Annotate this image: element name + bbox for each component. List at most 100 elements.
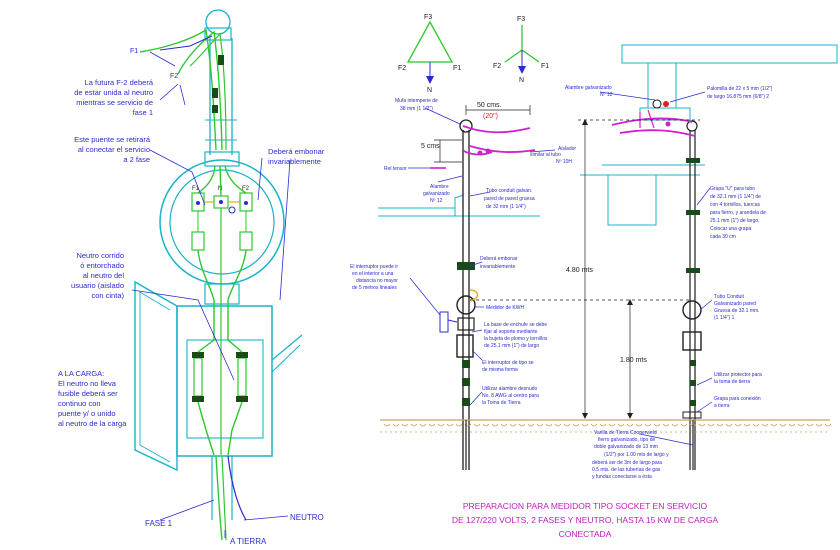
note-carga-6: al neutro de la carga [58,419,127,428]
ground-hatch-mark [545,423,553,427]
note-utilizar-1: Utilizar alambre desnudo [482,386,538,392]
note-interruptor-3: distancia no mayor [356,278,398,284]
note-tubo2-2: Galvanizado pared [714,301,756,307]
ground-hatch-mark [473,423,481,427]
slab-left [378,194,464,209]
note-neutro-4: usuario (aislado [71,281,124,290]
ground-hatch-mark [824,423,832,427]
sym-b-f3: F3 [517,16,525,23]
note-tubo2-1: Tubo Conduit [714,294,744,300]
ground-hatch-mark [752,423,760,427]
sym-a-f1: F1 [453,65,461,72]
disconnect-door [134,280,178,472]
weatherhead-cap [205,9,231,35]
ground-hatch-mark [563,423,571,427]
note-medidor: Medidor de KWH [486,305,524,311]
ground-line [380,419,830,433]
note-carga-2: El neutro no lleva [58,379,117,388]
ground-hatch-mark [383,423,391,427]
dim-50: 50 cms. [477,102,502,109]
note-embonar-2: invariablemente [268,157,321,166]
note-varilla-4: (1/2") por 1.00 mts de largo y [604,452,669,458]
note-interruptor-1: El interruptor puede ir [350,264,398,270]
note-no12: Nº 12 [600,92,613,98]
kwh-meter-front [682,300,702,320]
ground-hatch-mark [788,423,796,427]
ground-hatch [383,423,832,427]
ground-hatch-mark [779,423,787,427]
ground-hatch-mark [734,423,742,427]
phase-triangle-symbol [406,20,454,63]
note-debera-1: Deberá embonar [480,256,518,262]
ground-hatch-mark [518,423,526,427]
note-reel: Rel tensor [384,166,407,172]
note-base-4: de 25.1 mm (1") de largo [484,343,539,349]
ground-hatch-mark [581,423,589,427]
note-carga-3: fusible deberá ser [58,389,118,398]
note-alambre2-3: Nº 12 [430,198,443,204]
dim-180: 1.80 mts [620,357,647,364]
ground-hatch-mark [608,423,616,427]
ground-hatch-mark [482,423,490,427]
ground-hatch-mark [716,423,724,427]
service-conductor-3 [189,32,227,151]
note-futura-2: de estar unida al neutro [74,88,153,97]
note-grapa-6: Colocar una grapa [710,226,751,232]
ground-hatch-mark [419,423,427,427]
note-tubo2-3: Gruesa de 32.1 mm. [714,308,760,314]
dim-20: (20") [483,113,498,120]
left-meter-detail: F1 N F2 [58,9,325,546]
note-puente-1: Este puente se retirará [74,135,151,144]
ground-hatch-mark [806,423,814,427]
ground-hatch-mark [635,423,643,427]
ground-hatch-mark [410,423,418,427]
ground-hatch-mark [617,423,625,427]
disconnect-switch-side [456,334,474,358]
phase-star-symbol [504,25,540,74]
note-tubo2-4: (1 1/4") 1 [714,315,735,321]
ground-hatch-mark [797,423,805,427]
fuse-1 [193,357,203,397]
note-aislador-1: Aislador [558,146,576,152]
label-tierra: A TIERRA [230,537,267,546]
ground-hatch-mark [590,423,598,427]
ground-hatch-mark [698,423,706,427]
service-conductor-2 [177,30,223,151]
note-alambre2-1: Alambre [430,184,449,190]
service-drop-left [462,125,536,153]
beam-top [621,44,838,64]
ground-hatch-mark [662,423,670,427]
note-embonar-1: Deberá embonar [268,147,325,156]
ground-hatch-mark [761,423,769,427]
note-futura-4: fase 1 [133,108,153,117]
note-neutro-2: ó entorchado [80,261,124,270]
ground-hatch-mark [743,423,751,427]
ground-hatch-mark [428,423,436,427]
note-grapa-5: 25.1 mm (1") de largo. [710,218,760,224]
note-grapa-4: para fierro, y arandela de [710,210,766,216]
sym-b-f2: F2 [493,63,501,70]
note-util2-1: Utilizar protector para [714,372,762,378]
note-mufa-2: 38 mm (1 1/2") [400,106,433,112]
ground-hatch-mark [392,423,400,427]
ground-hatch-mark [500,423,508,427]
ground-hatch-mark [653,423,661,427]
note-grapa-7: cada 30 cm [710,234,736,240]
note-neutro-1: Neutro corrido [76,251,124,260]
note-futura-3: mientras se servicio de [76,98,153,107]
ground-hatch-mark [644,423,652,427]
ground-hatch-mark [680,423,688,427]
ground-hatch-mark [626,423,634,427]
note-util2-2: la toma de tierra [714,379,750,385]
ground-hatch-mark [455,423,463,427]
ground-hatch-mark [599,423,607,427]
ground-hatch-mark [491,423,499,427]
dimension-lines [434,105,700,418]
disconnect-box [176,305,273,457]
right-installation-elevation: F3 F2 F1 N F3 F2 F1 N [350,14,838,539]
service-conductor-1 [139,28,217,151]
note-interruptor-4: de 5 metros lineales [352,285,397,291]
ground-hatch-mark [554,423,562,427]
meter-f1-label: F1 [192,186,200,192]
note-base-3: la bujeta de plomo y tornillos [484,336,548,342]
